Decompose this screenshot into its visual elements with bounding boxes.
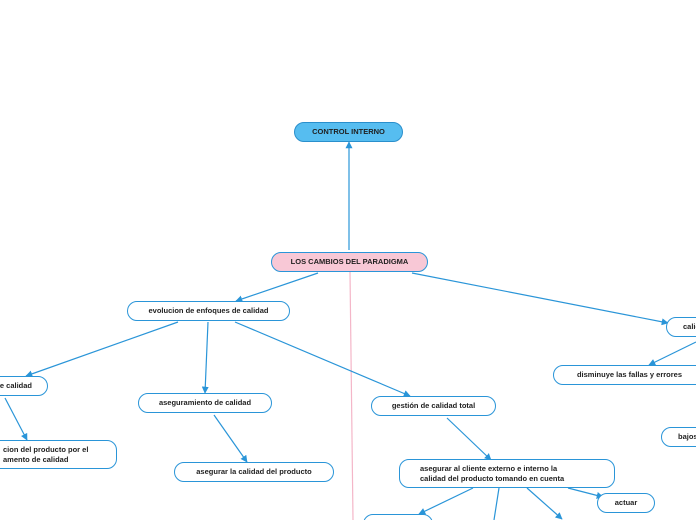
node-inspeccion-line-2: amento de calidad bbox=[3, 454, 69, 464]
node-inspeccion-producto[interactable]: cion del producto por el amento de calid… bbox=[0, 440, 117, 469]
node-gestion-calidad-total[interactable]: gestión de calidad total bbox=[371, 396, 496, 416]
pink-vertical-guide bbox=[349, 271, 354, 520]
node-disminuye-fallas-errores[interactable]: disminuye las fallas y errores bbox=[553, 365, 696, 385]
node-los-cambios-del-paradigma[interactable]: LOS CAMBIOS DEL PARADIGMA bbox=[271, 252, 428, 272]
connector-evolucion-to-gestion bbox=[234, 321, 411, 397]
node-actuar[interactable]: actuar bbox=[597, 493, 655, 513]
node-calid[interactable]: calid bbox=[666, 317, 696, 337]
node-asegurar-cliente[interactable]: asegurar al cliente externo e interno la… bbox=[399, 459, 615, 488]
connector-central-to-evolucion bbox=[235, 272, 319, 303]
node-evolucion-enfoques-calidad[interactable]: evolucion de enfoques de calidad bbox=[127, 301, 290, 321]
node-asegurar-calidad-producto[interactable]: asegurar la calidad del producto bbox=[174, 462, 334, 482]
node-asegurar-cliente-line-1: asegurar al cliente externo e interno la bbox=[420, 464, 558, 474]
node-control-interno[interactable]: CONTROL INTERNO bbox=[294, 122, 403, 142]
node-e-calidad[interactable]: e calidad bbox=[0, 376, 48, 396]
connector-central-to-calid bbox=[411, 272, 669, 326]
connector-cliente-to-bottom-mid bbox=[493, 487, 500, 520]
connector-calid-to-disminuye bbox=[648, 341, 696, 366]
connector-cliente-to-actuar bbox=[567, 487, 604, 499]
node-partial-bottom-left[interactable] bbox=[363, 514, 433, 520]
connector-evolucion-to-aseguramiento bbox=[201, 321, 209, 394]
connector-calidad-to-inspeccion bbox=[4, 397, 28, 441]
node-inspeccion-line-1: cion del producto por el bbox=[3, 445, 89, 455]
connector-cliente-to-bottom-left bbox=[418, 487, 474, 515]
node-bajos[interactable]: bajos bbox=[661, 427, 696, 447]
connector-aseguramiento-to-producto bbox=[213, 414, 248, 463]
connector-evolucion-to-calidad bbox=[25, 321, 179, 378]
node-aseguramiento-calidad[interactable]: aseguramiento de calidad bbox=[138, 393, 272, 413]
connector-cliente-to-bottom-right bbox=[526, 487, 563, 520]
connector-gestion-to-cliente bbox=[446, 417, 492, 461]
node-asegurar-cliente-line-2: calidad del producto tomando en cuenta bbox=[420, 473, 565, 483]
